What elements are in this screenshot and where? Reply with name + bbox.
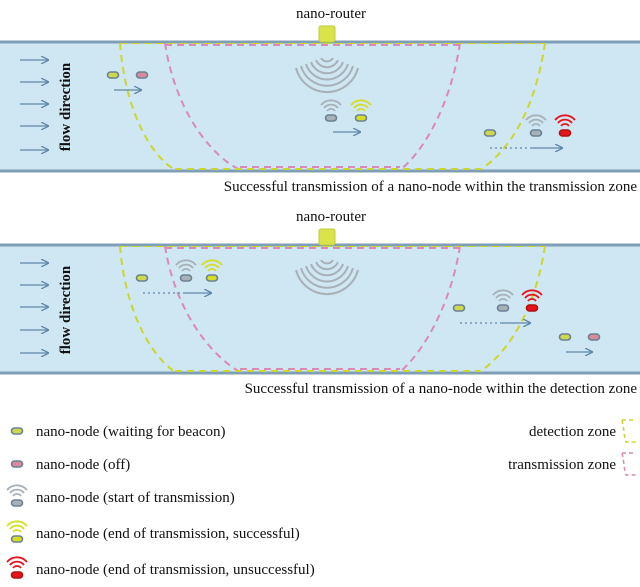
- detection-zone-right: [479, 246, 546, 372]
- node-waiting: [106, 71, 120, 79]
- blood-vessel: [0, 43, 640, 170]
- transmission-zone-left: [164, 43, 241, 170]
- detection-zone-right: [479, 43, 546, 170]
- legend-success-label: nano-node (end of transmission, successf…: [36, 526, 300, 542]
- panel-caption: Successful transmission of a nano-node w…: [224, 179, 638, 195]
- legend-waiting-label: nano-node (waiting for beacon): [36, 424, 226, 440]
- router-label: nano-router: [296, 209, 366, 225]
- legend-fail-label: nano-node (end of transmission, unsucces…: [36, 562, 315, 578]
- node-waiting: [452, 304, 466, 312]
- flow-direction-label: flow direction: [58, 265, 74, 354]
- transmission-zone-right: [399, 246, 461, 372]
- legend-transmission-zone-swatch: [621, 452, 636, 476]
- legend-start-icon: [6, 484, 28, 507]
- flow-arrows: [20, 60, 48, 150]
- node-off: [135, 71, 149, 79]
- legend-off-icon: [10, 460, 24, 468]
- router-signal-icon: [295, 259, 359, 296]
- detection-zone-left: [119, 43, 176, 170]
- legend-detection-zone-swatch: [621, 419, 636, 443]
- panel-bottom: nano-router: [0, 209, 640, 397]
- node-waiting: [135, 274, 149, 282]
- legend-detection-zone-label: detection zone: [529, 424, 616, 440]
- nano-router: [318, 25, 336, 43]
- legend: nano-node (waiting for beacon) nano-node…: [6, 419, 636, 579]
- legend-fail-icon: [6, 556, 28, 579]
- legend-waiting-icon: [10, 427, 24, 435]
- flow-arrows: [20, 263, 48, 353]
- panel-caption: Successful transmission of a nano-node w…: [245, 381, 638, 397]
- panel-top: nano-router: [0, 6, 640, 195]
- legend-off-label: nano-node (off): [36, 457, 130, 473]
- node-waiting: [483, 129, 497, 137]
- node-waiting: [558, 333, 572, 341]
- nano-router: [318, 228, 336, 246]
- flow-direction-label: flow direction: [58, 62, 74, 151]
- router-signal-icon: [295, 57, 359, 94]
- transmission-zone-right: [399, 43, 461, 170]
- transmission-zone-left: [164, 246, 241, 372]
- legend-transmission-zone-label: transmission zone: [508, 457, 616, 473]
- router-label: nano-router: [296, 6, 366, 22]
- node-off: [587, 333, 601, 341]
- legend-start-label: nano-node (start of transmission): [36, 490, 235, 506]
- legend-success-icon: [6, 520, 28, 543]
- blood-vessel: [0, 246, 640, 372]
